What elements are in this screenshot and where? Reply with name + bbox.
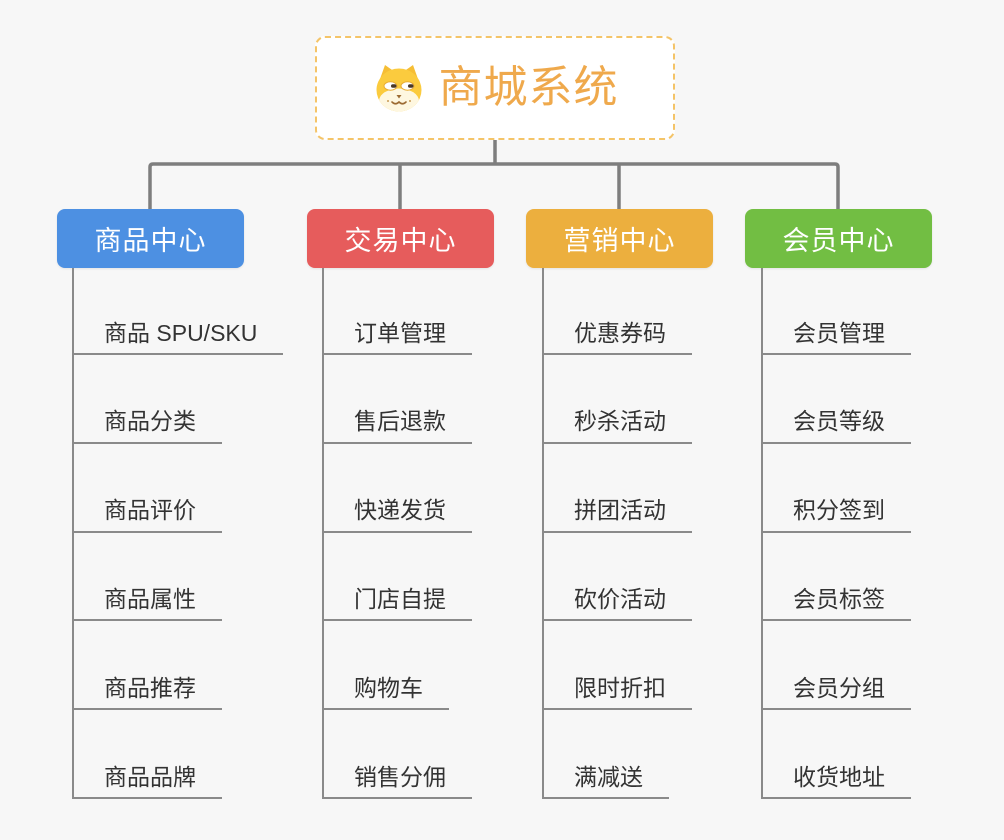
leaf-label: 门店自提 bbox=[324, 586, 472, 622]
leaf-label: 商品推荐 bbox=[74, 675, 222, 711]
leaf-label: 订单管理 bbox=[324, 320, 472, 355]
leaf-node[interactable]: 收货地址 bbox=[763, 710, 911, 799]
branch-label: 会员中心 bbox=[782, 226, 895, 256]
leaf-label: 商品分类 bbox=[74, 408, 222, 444]
leaf-label: 优惠券码 bbox=[544, 320, 692, 355]
branch-children-marketing: 优惠券码 秒杀活动 拼团活动 砍价活动 限时折扣 满减送 bbox=[542, 268, 692, 799]
leaf-node[interactable]: 限时折扣 bbox=[544, 621, 692, 711]
leaf-node[interactable]: 快递发货 bbox=[324, 444, 472, 533]
leaf-node[interactable]: 会员等级 bbox=[763, 355, 911, 444]
branch-children-product: 商品 SPU/SKU 商品分类 商品评价 商品属性 商品推荐 商品品牌 bbox=[72, 268, 284, 799]
leaf-node[interactable]: 订单管理 bbox=[324, 268, 472, 355]
leaf-label: 商品属性 bbox=[74, 586, 222, 622]
leaf-label: 商品品牌 bbox=[74, 764, 222, 799]
leaf-node[interactable]: 积分签到 bbox=[763, 444, 911, 533]
leaf-node[interactable]: 商品品牌 bbox=[74, 710, 283, 799]
branch-node-member-center[interactable]: 会员中心 bbox=[745, 209, 932, 268]
leaf-node[interactable]: 门店自提 bbox=[324, 533, 472, 622]
leaf-node[interactable]: 商品属性 bbox=[74, 533, 283, 622]
leaf-label: 秒杀活动 bbox=[544, 408, 692, 444]
branch-node-marketing-center[interactable]: 营销中心 bbox=[526, 209, 713, 268]
leaf-node[interactable]: 优惠券码 bbox=[544, 268, 692, 355]
branch-label: 交易中心 bbox=[344, 226, 457, 256]
leaf-label: 满减送 bbox=[544, 764, 669, 799]
branch-label: 商品中心 bbox=[94, 226, 207, 256]
leaf-node[interactable]: 会员管理 bbox=[763, 268, 911, 355]
leaf-node[interactable]: 满减送 bbox=[544, 710, 692, 799]
leaf-node[interactable]: 会员分组 bbox=[763, 621, 911, 711]
leaf-label: 快递发货 bbox=[324, 497, 472, 533]
leaf-label: 会员分组 bbox=[763, 675, 911, 711]
leaf-node[interactable]: 会员标签 bbox=[763, 533, 911, 622]
root-title: 商城系统 bbox=[438, 63, 619, 112]
doge-icon bbox=[372, 63, 426, 113]
leaf-node[interactable]: 秒杀活动 bbox=[544, 355, 692, 444]
leaf-node[interactable]: 售后退款 bbox=[324, 355, 472, 444]
leaf-label: 商品 SPU/SKU bbox=[74, 320, 284, 355]
leaf-label: 限时折扣 bbox=[544, 675, 692, 711]
leaf-node[interactable]: 销售分佣 bbox=[324, 710, 472, 799]
root-node[interactable]: 商城系统 bbox=[315, 36, 675, 140]
leaf-label: 售后退款 bbox=[324, 408, 472, 444]
branch-label: 营销中心 bbox=[563, 226, 676, 256]
leaf-node[interactable]: 商品分类 bbox=[74, 355, 283, 444]
leaf-label: 收货地址 bbox=[763, 764, 911, 799]
branch-node-trade-center[interactable]: 交易中心 bbox=[307, 209, 494, 268]
branch-node-product-center[interactable]: 商品中心 bbox=[57, 209, 244, 268]
leaf-node[interactable]: 购物车 bbox=[324, 621, 472, 711]
leaf-label: 销售分佣 bbox=[324, 764, 472, 799]
leaf-node[interactable]: 商品 SPU/SKU bbox=[74, 268, 284, 355]
branch-children-member: 会员管理 会员等级 积分签到 会员标签 会员分组 收货地址 bbox=[761, 268, 911, 799]
branch-children-trade: 订单管理 售后退款 快递发货 门店自提 购物车 销售分佣 bbox=[322, 268, 472, 799]
leaf-label: 拼团活动 bbox=[544, 497, 692, 533]
leaf-label: 会员管理 bbox=[763, 320, 911, 355]
leaf-label: 砍价活动 bbox=[544, 586, 692, 622]
leaf-label: 商品评价 bbox=[74, 497, 222, 533]
leaf-node[interactable]: 砍价活动 bbox=[544, 533, 692, 622]
leaf-label: 购物车 bbox=[324, 675, 449, 711]
leaf-label: 积分签到 bbox=[763, 497, 911, 533]
leaf-node[interactable]: 拼团活动 bbox=[544, 444, 692, 533]
leaf-label: 会员等级 bbox=[763, 408, 911, 444]
leaf-label: 会员标签 bbox=[763, 586, 911, 622]
leaf-node[interactable]: 商品推荐 bbox=[74, 621, 283, 711]
leaf-node[interactable]: 商品评价 bbox=[74, 444, 283, 533]
